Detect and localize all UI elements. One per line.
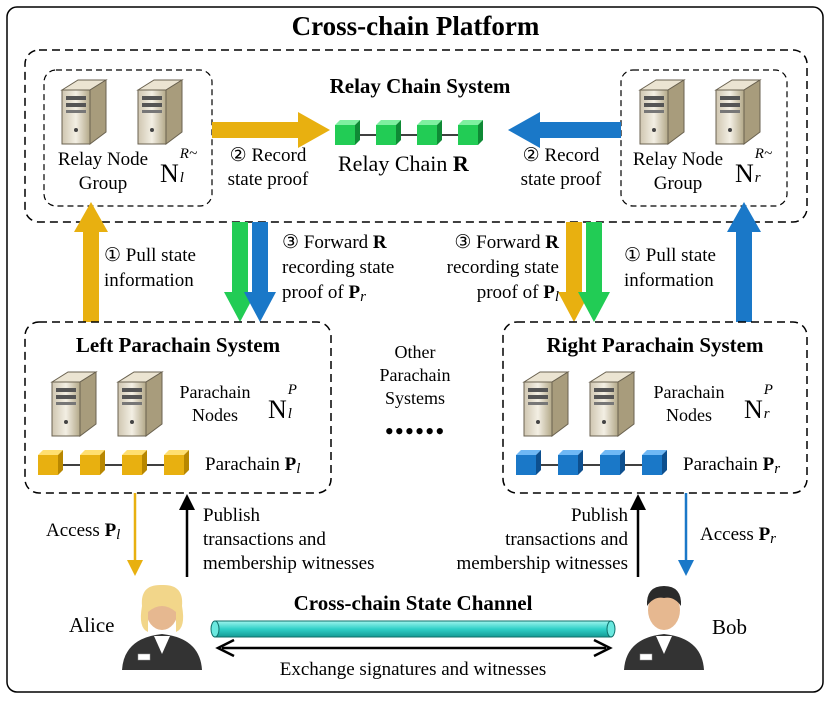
- right-relay-server-1-icon: [639, 79, 685, 145]
- left-parachain-box: [24, 321, 332, 494]
- left-para-server-2-icon: [117, 371, 163, 437]
- right-para-block-3-icon: [600, 450, 625, 475]
- relay-block-1-icon: [335, 120, 360, 145]
- left-para-block-1-icon: [38, 450, 63, 475]
- right-pull-arrow: [727, 202, 761, 322]
- relay-block-3-icon: [417, 120, 442, 145]
- right-parachain-box: [502, 321, 808, 494]
- right-para-block-2-icon: [558, 450, 583, 475]
- right-forward-yellow-arrow: [558, 222, 590, 322]
- exchange-label: Exchange signatures and witnesses: [279, 659, 547, 680]
- right-para-server-1-icon: [523, 371, 569, 437]
- right-para-server-2-icon: [589, 371, 635, 437]
- relay-block-4-icon: [458, 120, 483, 145]
- left-relay-server-1-icon: [61, 79, 107, 145]
- state-channel-pipe: [214, 620, 612, 638]
- right-relay-group-box: [620, 69, 788, 207]
- bob-label: Bob: [712, 615, 748, 639]
- right-access-arrow: [678, 560, 694, 576]
- exchange-arrow-left-head: [215, 638, 235, 658]
- left-relay-group-box: [43, 69, 213, 207]
- left-record-arrow: [212, 112, 330, 148]
- relay-chain-label: Relay Chain R: [338, 151, 469, 176]
- right-para-block-4-icon: [642, 450, 667, 475]
- right-access-label: Access Pr: [700, 524, 777, 547]
- left-parachain-title: Left Parachain System: [75, 333, 281, 357]
- left-para-server-1-icon: [51, 371, 97, 437]
- left-para-block-2-icon: [80, 450, 105, 475]
- left-parachain-chain-label: Parachain Pl: [205, 454, 301, 477]
- right-para-block-1-icon: [516, 450, 541, 475]
- left-para-block-4-icon: [164, 450, 189, 475]
- left-pull-arrow: [74, 202, 108, 322]
- left-access-arrow: [127, 560, 143, 576]
- right-publish-arrow: [630, 494, 646, 510]
- relay-system-title: Relay Chain System: [329, 74, 511, 98]
- right-forward-label: ③ Forward R recording state proof of Pl: [446, 232, 559, 305]
- left-relay-server-2-icon: [137, 79, 183, 145]
- platform-title: Cross-chain Platform: [291, 11, 540, 41]
- left-publish-arrow: [179, 494, 195, 510]
- left-forward-label: ③ Forward R recording state proof of Pr: [282, 232, 395, 305]
- exchange-arrow-right-head: [593, 638, 613, 658]
- right-forward-green-arrow: [578, 222, 610, 322]
- right-record-arrow: [508, 112, 621, 148]
- state-channel-title: Cross-chain State Channel: [293, 591, 533, 615]
- relay-block-2-icon: [376, 120, 401, 145]
- left-forward-green-arrow: [224, 222, 256, 322]
- left-para-block-3-icon: [122, 450, 147, 475]
- alice-avatar-icon: [121, 584, 203, 671]
- platform-border: [6, 6, 824, 693]
- left-access-label: Access Pl: [46, 520, 121, 543]
- left-forward-blue-arrow: [244, 222, 276, 322]
- right-parachain-chain-label: Parachain Pr: [683, 454, 781, 477]
- right-parachain-title: Right Parachain System: [546, 333, 764, 357]
- alice-label: Alice: [69, 613, 115, 637]
- other-parachains-dots: ••••••: [384, 417, 446, 446]
- relay-system-box: [24, 49, 808, 223]
- bob-avatar-icon: [623, 586, 705, 671]
- right-relay-server-2-icon: [715, 79, 761, 145]
